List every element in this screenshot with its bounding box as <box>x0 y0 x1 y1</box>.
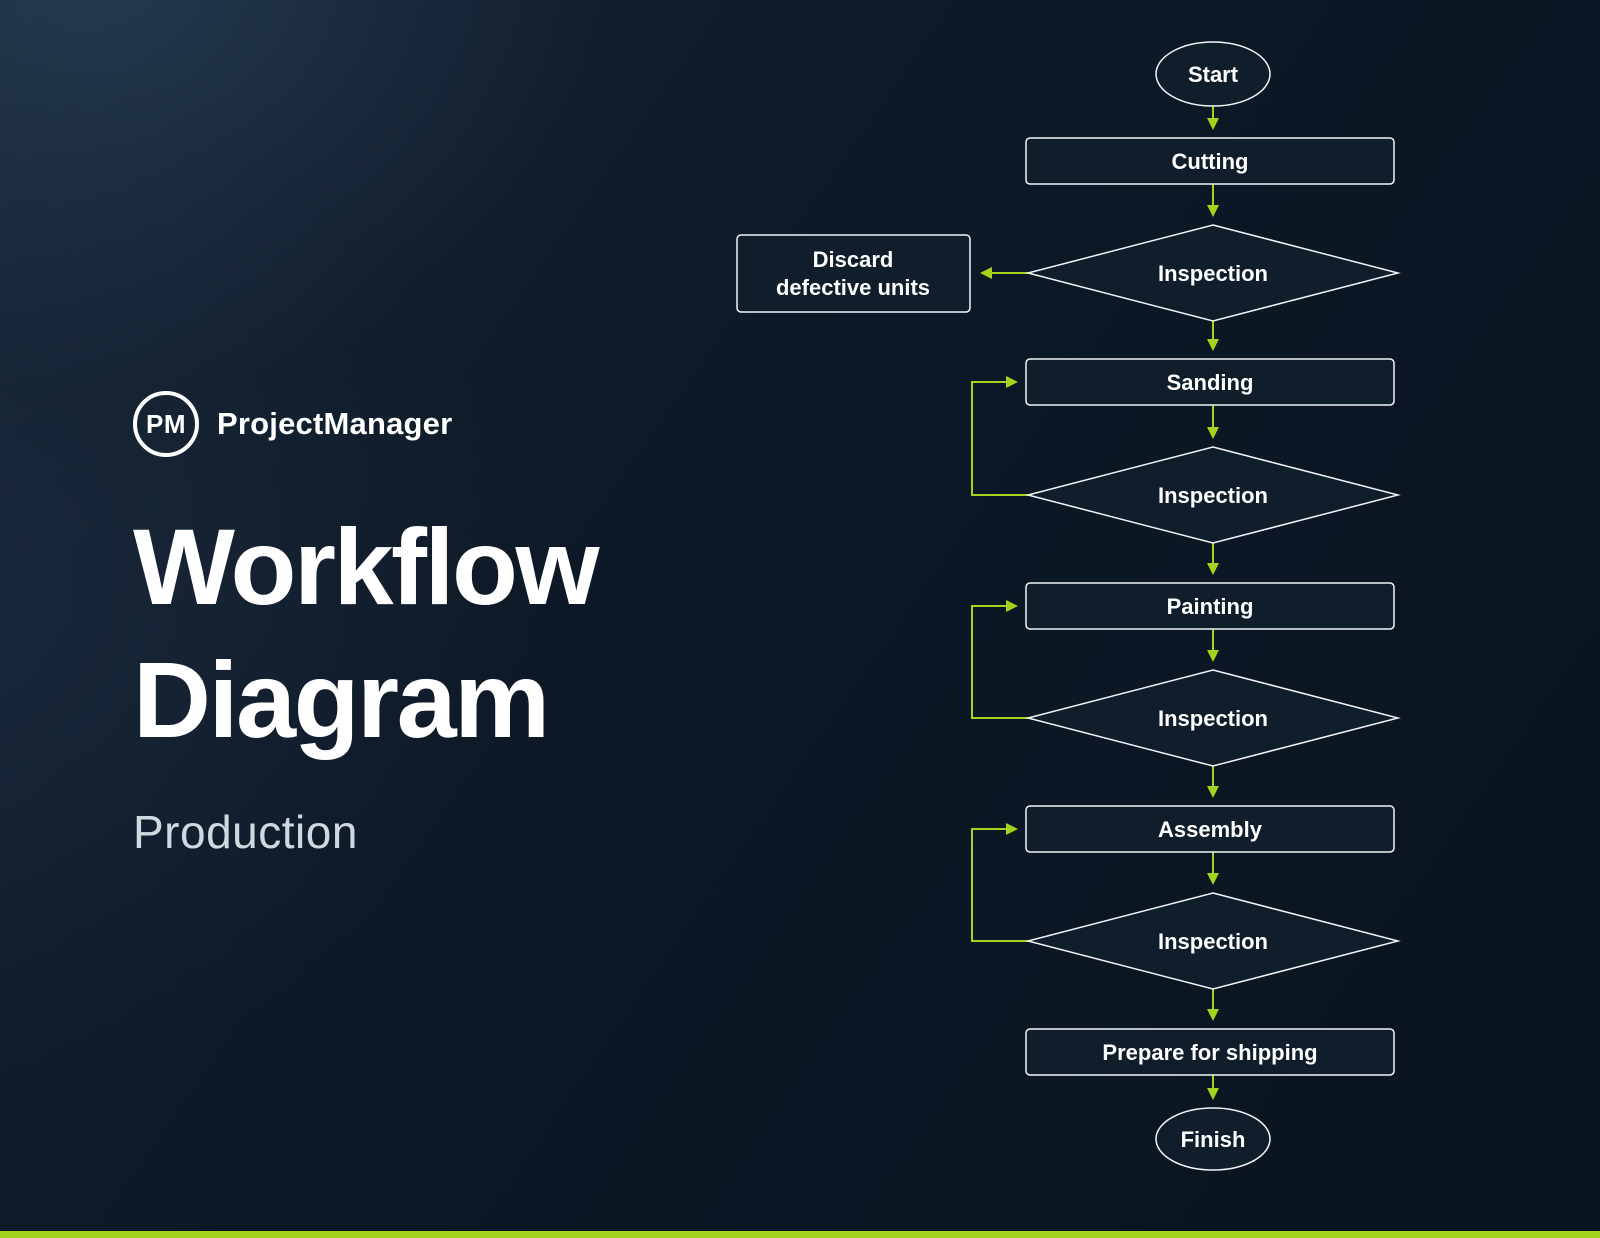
node-cutting: Cutting <box>1025 137 1395 185</box>
node-inspection-4: Inspection <box>1025 892 1401 990</box>
edge-inspection3-painting-loop <box>971 600 1028 719</box>
node-inspection-1-label: Inspection <box>1158 261 1268 286</box>
flowchart-edges <box>971 106 1219 1100</box>
node-painting-label: Painting <box>1167 594 1254 619</box>
edge-inspection4-assembly-loop <box>971 823 1028 942</box>
node-finish: Finish <box>1155 1107 1271 1171</box>
page-title: Workflow Diagram <box>133 501 693 767</box>
node-inspection-4-label: Inspection <box>1158 929 1268 954</box>
node-inspection-3: Inspection <box>1025 669 1401 767</box>
node-finish-label: Finish <box>1181 1127 1246 1152</box>
page-title-line1: Workflow <box>133 506 600 627</box>
title-panel: PM ProjectManager Workflow Diagram Produ… <box>133 391 693 859</box>
node-inspection-1: Inspection <box>1025 224 1401 322</box>
node-discard-label-line2: defective units <box>776 275 930 300</box>
flowchart-nodes: Start Cutting Inspection Discard defecti… <box>736 41 1401 1171</box>
node-discard-defective-units: Discard defective units <box>736 234 971 313</box>
node-inspection-3-label: Inspection <box>1158 706 1268 731</box>
page-subtitle: Production <box>133 805 358 858</box>
edge-inspection2-sanding-loop <box>971 376 1028 496</box>
node-assembly-label: Assembly <box>1158 817 1263 842</box>
node-prepare-for-shipping: Prepare for shipping <box>1025 1028 1395 1076</box>
page-title-line2: Diagram <box>133 638 550 760</box>
bottom-accent-bar <box>0 1231 1600 1238</box>
node-sanding-label: Sanding <box>1167 370 1254 395</box>
node-start-label: Start <box>1188 62 1239 87</box>
node-sanding: Sanding <box>1025 358 1395 406</box>
node-assembly: Assembly <box>1025 805 1395 853</box>
node-prepare-for-shipping-label: Prepare for shipping <box>1102 1040 1317 1065</box>
node-painting: Painting <box>1025 582 1395 630</box>
brand-name: ProjectManager <box>217 406 453 441</box>
node-start: Start <box>1155 41 1271 107</box>
projectmanager-logo-icon: PM <box>133 391 199 457</box>
logo-initials: PM <box>146 408 186 439</box>
node-cutting-label: Cutting <box>1172 149 1249 174</box>
brand: PM ProjectManager <box>133 391 693 457</box>
node-inspection-2-label: Inspection <box>1158 483 1268 508</box>
node-inspection-2: Inspection <box>1025 446 1401 544</box>
node-discard-label-line1: Discard <box>813 247 894 272</box>
